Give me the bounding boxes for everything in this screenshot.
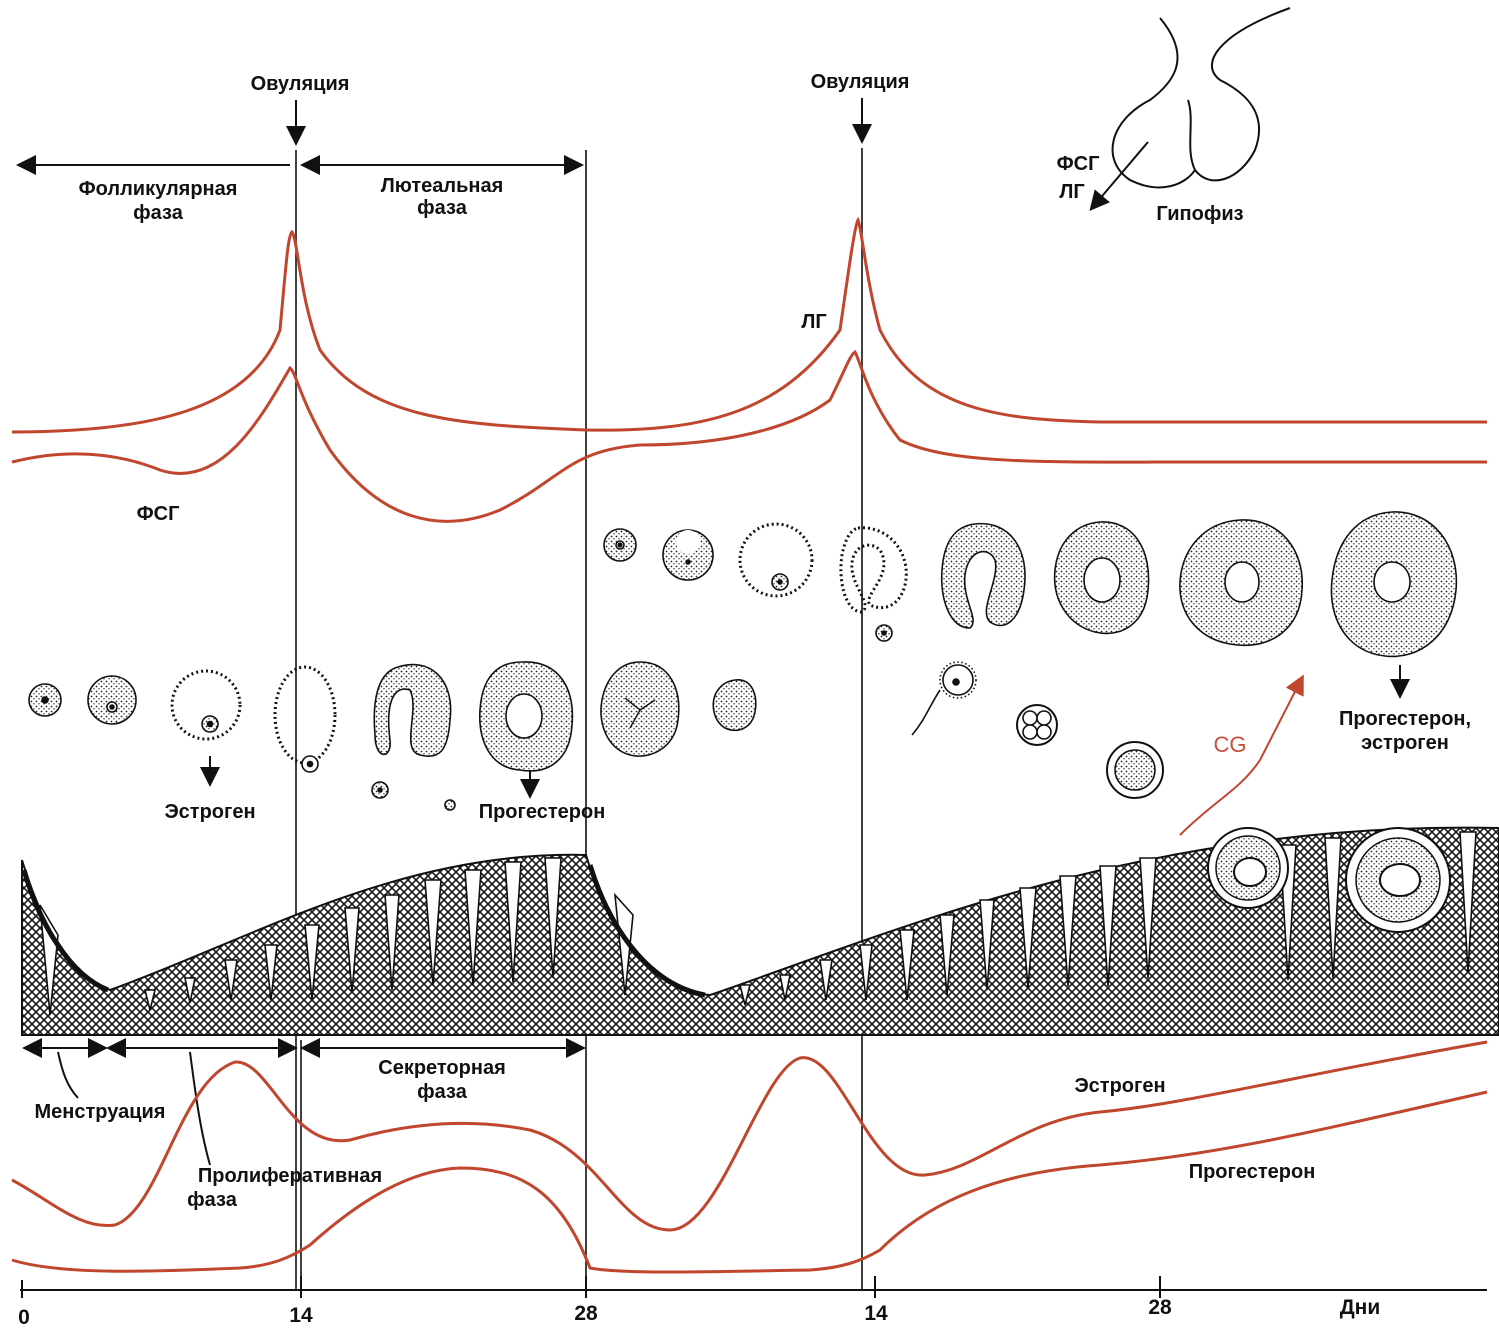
days-axis [20, 1276, 1487, 1298]
progesterone-estrogen-label: Прогестерон, [1339, 708, 1471, 730]
pituitary-lh-label: ЛГ [1059, 181, 1084, 203]
ovulation-label-2: Овуляция [811, 71, 910, 93]
pituitary-gland-drawing [1092, 8, 1290, 208]
ovarian-follicles-cycle-2 [604, 512, 1456, 798]
secretory-phase-label: Секреторная [378, 1057, 506, 1079]
lh-curve [12, 220, 1487, 432]
proliferative-phase-label-2: фаза [187, 1189, 238, 1211]
follicular-phase-label: Фолликулярная [79, 178, 238, 200]
estrogen-top-label: Эстроген [164, 801, 255, 823]
fsh-curve [12, 352, 1487, 521]
pituitary-fsh-label: ФСГ [1057, 153, 1100, 175]
ovarian-follicles-cycle-1 [29, 662, 756, 810]
phase-arrows [20, 98, 862, 165]
tick-label-14: 14 [289, 1304, 313, 1327]
tick-label-0: 0 [18, 1306, 30, 1329]
corpus-luteum-early [374, 665, 450, 757]
progesterone-top-label: Прогестерон [479, 801, 606, 823]
follicle-primary [88, 676, 136, 724]
tick-label-14b: 14 [864, 1302, 888, 1325]
menstruation-label: Менструация [35, 1101, 166, 1123]
progesterone-estrogen-label-2: эстроген [1361, 732, 1449, 754]
gonadotropin-curves [12, 220, 1487, 521]
luteal-phase-label-2: фаза [417, 197, 468, 219]
ovulation-label-1: Овуляция [251, 73, 350, 95]
pituitary-label: Гипофиз [1156, 203, 1243, 225]
steroid-curves [12, 1042, 1487, 1272]
estrogen-bottom-label: Эстроген [1074, 1075, 1165, 1097]
progesterone-bottom-label: Прогестерон [1189, 1161, 1316, 1183]
cg-label: CG [1214, 732, 1247, 757]
corpus-albicans [713, 680, 755, 730]
proliferative-phase-label: Пролиферативная [198, 1165, 382, 1187]
axis-unit-label: Дни [1340, 1296, 1381, 1319]
lh-curve-label: ЛГ [801, 311, 826, 333]
tick-label-28: 28 [574, 1302, 598, 1325]
follicular-phase-label-2: фаза [133, 202, 184, 224]
secretory-phase-label-2: фаза [417, 1081, 468, 1103]
tick-label-28b: 28 [1148, 1296, 1172, 1319]
fsh-curve-label: ФСГ [137, 503, 180, 525]
luteal-phase-label: Лютеальная [381, 175, 504, 197]
follicle-rupturing [275, 667, 335, 763]
endometrium-layer [22, 828, 1499, 1035]
